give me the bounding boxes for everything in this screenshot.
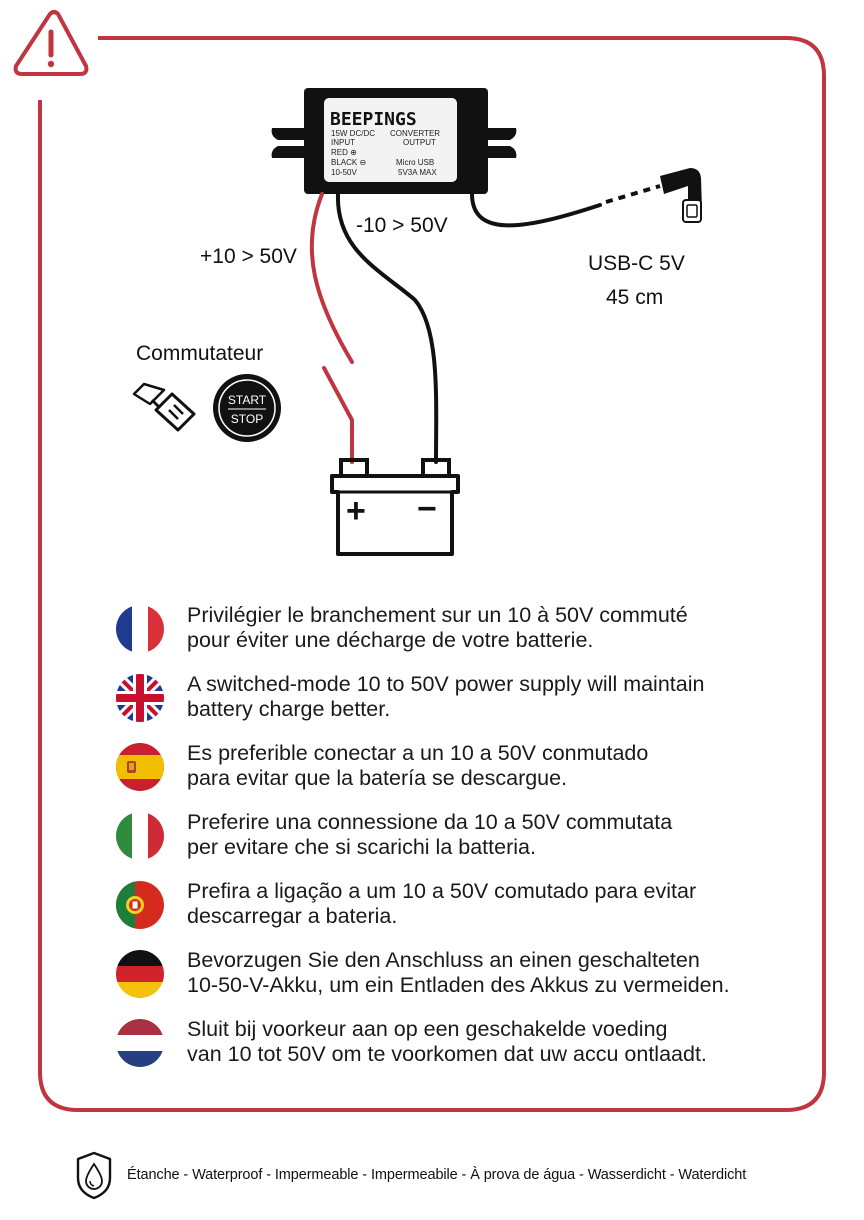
positive-wire: [309, 192, 354, 364]
negative-input-label: -10 > 50V: [356, 214, 448, 237]
switch-label: Commutateur: [136, 342, 264, 365]
positive-input-label: +10 > 50V: [200, 245, 297, 268]
converter-brand: BEEPINGS: [330, 109, 417, 130]
positive-wire-switched: [322, 366, 354, 464]
waterproof-shield-icon: [76, 1151, 112, 1200]
battery-icon: + −: [330, 458, 460, 556]
stop-label: STOP: [231, 412, 263, 426]
battery-plus-sign: +: [346, 492, 366, 530]
instruction-line: battery charge better.: [187, 697, 391, 721]
instruction-text: Bevorzugen Sie den Anschluss an einen ge…: [187, 948, 827, 998]
negative-wire: [335, 192, 439, 464]
usb-type-label: USB-C 5V: [588, 252, 685, 275]
instruction-line: Preferire una connessione da 10 a 50V co…: [187, 810, 673, 834]
instruction-line: Privilégier le branchement sur un 10 à 5…: [187, 603, 688, 627]
ignition-key-icon: [132, 382, 196, 432]
instruction-text: Preferire una connessione da 10 a 50V co…: [187, 810, 827, 860]
instruction-line: pour éviter une décharge de votre batter…: [187, 628, 594, 652]
converter-spec: CONVERTER: [390, 129, 440, 138]
start-label: START: [228, 393, 267, 407]
netherlands-flag-icon: [116, 1019, 164, 1067]
list-item: A switched-mode 10 to 50V power supply w…: [116, 672, 836, 724]
page-frame: [38, 36, 826, 1112]
warning-triangle-icon: [13, 10, 89, 76]
instruction-line: Bevorzugen Sie den Anschluss an einen ge…: [187, 948, 700, 972]
list-item: Privilégier le branchement sur un 10 à 5…: [116, 603, 836, 655]
instruction-text: Privilégier le branchement sur un 10 à 5…: [187, 603, 827, 653]
instruction-line: descarregar a bateria.: [187, 904, 398, 928]
converter-spec: OUTPUT: [403, 138, 436, 147]
list-item: Es preferible conectar a un 10 a 50V con…: [116, 741, 836, 793]
instruction-text: Es preferible conectar a un 10 a 50V con…: [187, 741, 827, 791]
list-item: Sluit bij voorkeur aan op een geschakeld…: [116, 1017, 836, 1069]
converter-spec: INPUT: [331, 138, 355, 147]
converter-spec: 5V3A MAX: [398, 168, 437, 177]
instruction-line: 10-50-V-Akku, um ein Entladen des Akkus …: [187, 973, 730, 997]
instruction-line: van 10 tot 50V om te voorkomen dat uw ac…: [187, 1042, 707, 1066]
instruction-text: A switched-mode 10 to 50V power supply w…: [187, 672, 827, 722]
germany-flag-icon: [116, 950, 164, 998]
converter-spec: Micro USB: [396, 158, 434, 167]
list-item: Preferire una connessione da 10 a 50V co…: [116, 810, 836, 862]
instruction-line: per evitare che si scarichi la batteria.: [187, 835, 536, 859]
instruction-line: Sluit bij voorkeur aan op een geschakeld…: [187, 1017, 668, 1041]
usb-c-connector: [660, 168, 702, 223]
instruction-line: Prefira a ligação a um 10 a 50V comutado…: [187, 879, 697, 903]
italy-flag-icon: [116, 812, 164, 860]
spain-flag-icon: [116, 743, 164, 791]
waterproof-caption: Étanche - Waterproof - Impermeable - Imp…: [127, 1167, 747, 1183]
converter-spec: 15W DC/DC: [331, 129, 375, 138]
converter-spec: RED ⊕: [331, 148, 357, 157]
france-flag-icon: [116, 605, 164, 653]
instruction-line: para evitar que la batería se descargue.: [187, 766, 568, 790]
uk-flag-icon: [116, 674, 164, 722]
battery-minus-sign: −: [417, 490, 437, 528]
portugal-flag-icon: [116, 881, 164, 929]
instruction-line: Es preferible conectar a un 10 a 50V con…: [187, 741, 649, 765]
instruction-line: A switched-mode 10 to 50V power supply w…: [187, 672, 705, 696]
converter-box: BEEPINGS 15W DC/DC CONVERTER INPUT OUTPU…: [271, 88, 517, 194]
start-stop-button-icon: START STOP: [213, 374, 281, 442]
instruction-text: Sluit bij voorkeur aan op een geschakeld…: [187, 1017, 827, 1067]
list-item: Prefira a ligação a um 10 a 50V comutado…: [116, 879, 836, 931]
usb-cable: [470, 192, 602, 228]
converter-spec: BLACK ⊖: [331, 158, 366, 167]
list-item: Bevorzugen Sie den Anschluss an einen ge…: [116, 948, 836, 1000]
instruction-text: Prefira a ligação a um 10 a 50V comutado…: [187, 879, 827, 929]
usb-length-label: 45 cm: [606, 286, 664, 309]
converter-spec: 10-50V: [331, 168, 357, 177]
